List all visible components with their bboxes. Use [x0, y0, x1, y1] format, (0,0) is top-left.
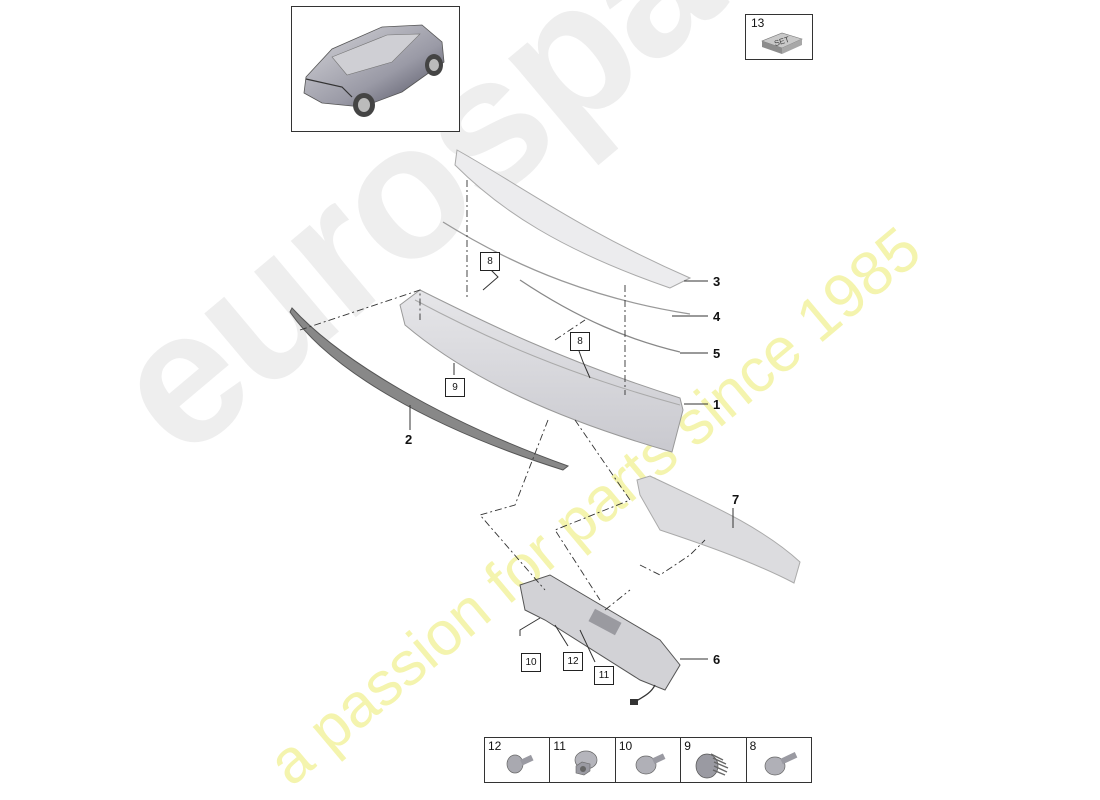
hardware-number: 12 [488, 739, 502, 753]
hardware-number: 10 [618, 739, 633, 753]
ref-box-10[interactable]: 10 [521, 653, 541, 672]
part-7-bracket [636, 475, 801, 584]
part-1-spoiler [399, 289, 684, 453]
ref-box-9[interactable]: 9 [445, 378, 465, 397]
hardware-item-8[interactable]: 8 [747, 738, 811, 782]
callout-5[interactable]: 5 [713, 346, 721, 361]
callout-7[interactable]: 7 [732, 492, 740, 507]
part-4-seal [442, 221, 691, 315]
set-badge: 13 SET [745, 14, 813, 60]
set-badge-number: 13 [751, 16, 765, 30]
vehicle-thumbnail [291, 6, 460, 132]
part-6-mechanism [519, 574, 681, 705]
callout-6[interactable]: 6 [713, 652, 721, 667]
washer-screw-icon [764, 752, 797, 776]
hardware-item-10[interactable]: 10 [616, 738, 682, 782]
ref-box-8-upper[interactable]: 8 [480, 252, 500, 271]
hardware-number: 9 [684, 739, 691, 753]
callout-4[interactable]: 4 [713, 309, 721, 324]
callout-3[interactable]: 3 [713, 274, 721, 289]
ref-box-8-lower[interactable]: 8 [570, 332, 590, 351]
hardware-item-12[interactable]: 12 [485, 738, 551, 782]
part-2-trim [289, 307, 570, 471]
part-5-seal [519, 279, 681, 353]
expansion-nut-icon [695, 753, 729, 779]
hardware-number: 8 [749, 739, 757, 753]
vehicle-overview-icon [303, 24, 445, 117]
hardware-strip: 12 11 10 9 8 [484, 737, 812, 783]
pan-head-screw-icon [635, 753, 666, 775]
callout-1[interactable]: 1 [713, 397, 721, 412]
hardware-number: 11 [553, 739, 566, 753]
hardware-item-11[interactable]: 11 [550, 738, 616, 782]
set-block-icon: SET [761, 32, 803, 54]
callout-2[interactable]: 2 [405, 432, 413, 447]
hex-nut-icon [575, 750, 598, 776]
flange-bolt-icon [506, 754, 534, 774]
ref-box-11[interactable]: 11 [594, 666, 614, 685]
hardware-item-9[interactable]: 9 [681, 738, 747, 782]
part-3-cover [454, 149, 692, 289]
ref-box-12[interactable]: 12 [563, 652, 583, 671]
